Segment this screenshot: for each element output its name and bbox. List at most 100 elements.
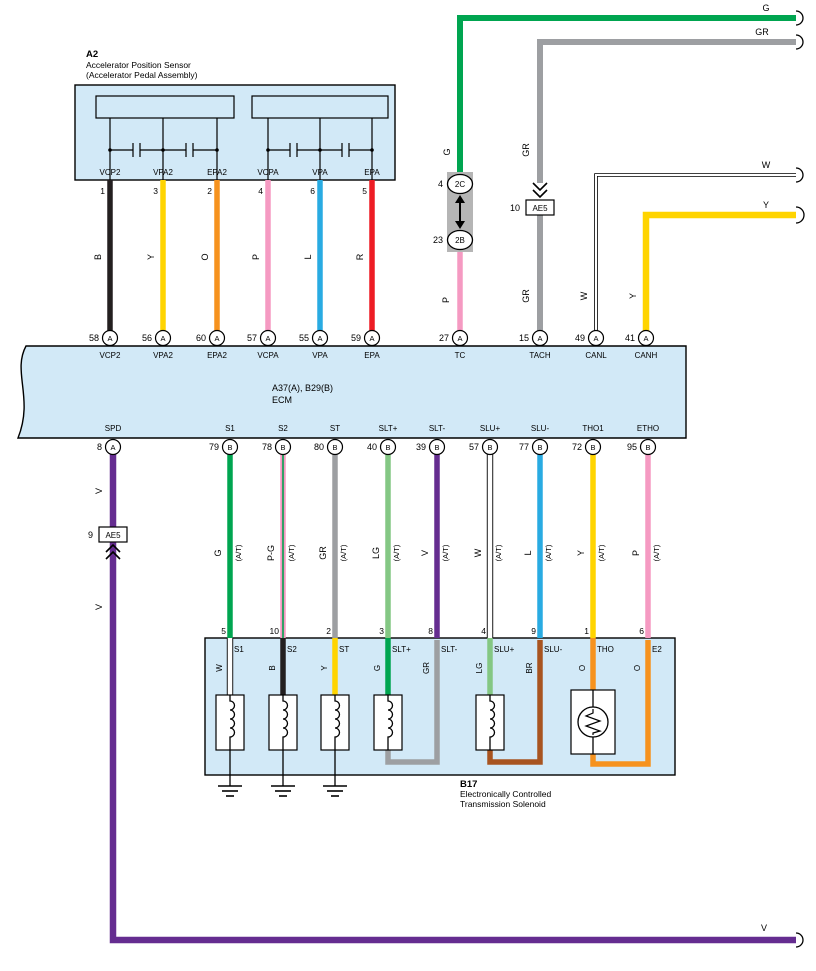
terminal-label: CANL bbox=[585, 351, 607, 360]
connector-letter: A bbox=[107, 334, 112, 343]
wire-color-label: LG bbox=[371, 547, 381, 559]
wire-note-label: (A/T) bbox=[494, 544, 503, 561]
terminal-label: S2 bbox=[278, 424, 288, 433]
a2-internals bbox=[95, 95, 389, 180]
terminal-label: SLT+ bbox=[392, 645, 411, 654]
break-icon bbox=[795, 932, 804, 948]
wire-color-label: BR bbox=[525, 662, 534, 673]
connector-label: 2B bbox=[455, 236, 465, 245]
connector-letter: A bbox=[110, 443, 115, 452]
connector-letter: B bbox=[385, 443, 390, 452]
wire-g-top bbox=[457, 15, 796, 173]
pin-number: 23 bbox=[433, 235, 443, 245]
chevron-up-icon bbox=[105, 543, 121, 553]
terminal-label: VPA bbox=[312, 168, 328, 177]
ecm-box bbox=[16, 345, 687, 439]
solenoid-icon bbox=[320, 694, 350, 751]
terminal-label: SLU+ bbox=[480, 424, 501, 433]
pin-number: 15 bbox=[519, 333, 529, 343]
solenoid-icon bbox=[373, 694, 403, 751]
wire-color-label: Y bbox=[628, 293, 638, 299]
wire-note-label: (A/T) bbox=[652, 544, 661, 561]
contact-symbols bbox=[110, 143, 372, 157]
wire-color-label: G bbox=[442, 148, 452, 155]
connector-label: 2C bbox=[455, 180, 465, 189]
spd-labels: V 9 AE5 V V bbox=[88, 488, 767, 933]
pin-number: 80 bbox=[314, 442, 324, 452]
component-name: ECM bbox=[272, 395, 292, 405]
a2-box bbox=[74, 84, 396, 181]
break-icon bbox=[795, 10, 804, 26]
mid-wire-labels: G (A/T) P-G (A/T) GR (A/T) LG (A/T) V (A… bbox=[213, 544, 661, 561]
wire-o-e2-return bbox=[590, 640, 651, 767]
break-icon bbox=[795, 34, 804, 50]
b17-labels: 5 S1 W 10 S2 B 2 ST Y 3 SLT+ G 8 SLT- GR… bbox=[215, 626, 662, 809]
connector-letter: B bbox=[227, 443, 232, 452]
pin-number: 4 bbox=[258, 186, 263, 196]
pin-number: 57 bbox=[247, 333, 257, 343]
terminal-label: EPA bbox=[364, 168, 380, 177]
pin-number: 4 bbox=[481, 626, 486, 636]
wire-color-label: V bbox=[420, 550, 430, 556]
terminal-label: ST bbox=[330, 424, 340, 433]
thermistor-icon bbox=[570, 689, 616, 755]
wire-color-label: O bbox=[633, 665, 642, 671]
wire-color-label: G bbox=[373, 665, 382, 671]
connector-2b-oval bbox=[446, 229, 474, 251]
terminal-label: CANH bbox=[635, 351, 658, 360]
pin-number: 8 bbox=[428, 626, 433, 636]
connector-letter: A bbox=[457, 334, 462, 343]
pin-number: 59 bbox=[351, 333, 361, 343]
ecm-top-pin-labels: 58 A VCP2 56 A VPA2 60 A EPA2 57 A VCPA … bbox=[89, 333, 658, 360]
component-name: Accelerator Position Sensor bbox=[86, 60, 191, 70]
pin-number: 2 bbox=[207, 186, 212, 196]
terminal-label: VPA2 bbox=[153, 168, 173, 177]
terminal-label: EPA2 bbox=[207, 168, 227, 177]
solenoid-icon bbox=[268, 694, 298, 751]
pin-number: 79 bbox=[209, 442, 219, 452]
wire-color-label: W bbox=[215, 664, 224, 672]
pin-number: 72 bbox=[572, 442, 582, 452]
terminal-label: TC bbox=[455, 351, 466, 360]
wire-note-label: (A/T) bbox=[544, 544, 553, 561]
pin-number: 9 bbox=[88, 530, 93, 540]
connector-letter: B bbox=[590, 443, 595, 452]
terminal-label: VCP2 bbox=[100, 168, 121, 177]
b17-internals bbox=[215, 689, 616, 797]
top-right-labels: G GR W Y G P GR GR W Y 4 2C 23 2B 10 AE5 bbox=[433, 3, 771, 303]
connector-letter: B bbox=[487, 443, 492, 452]
wire-color-label: GR bbox=[318, 546, 328, 560]
terminal-label: SLU+ bbox=[494, 645, 515, 654]
wire-note-label: (A/T) bbox=[339, 544, 348, 561]
pin-number: 8 bbox=[97, 442, 102, 452]
wire-color-label: O bbox=[578, 665, 587, 671]
connector-letter: A bbox=[317, 334, 322, 343]
wire-y-canh bbox=[642, 211, 796, 331]
component-name: Electronically Controlled bbox=[460, 789, 551, 799]
connector-letter: B bbox=[645, 443, 650, 452]
wire-note-label: (A/T) bbox=[441, 544, 450, 561]
component-code: A2 bbox=[86, 49, 98, 60]
solenoid-icon bbox=[215, 694, 245, 751]
wire-v-spd bbox=[109, 454, 796, 944]
pin-number: 57 bbox=[469, 442, 479, 452]
pin-number: 6 bbox=[639, 626, 644, 636]
pin-number: 4 bbox=[438, 179, 443, 189]
terminal-label: SLU- bbox=[544, 645, 563, 654]
wire-color-label: Y bbox=[763, 200, 769, 210]
connector-ae5-spd bbox=[98, 526, 128, 560]
terminal-label: SLT+ bbox=[379, 424, 398, 433]
wire-note-label: (A/T) bbox=[392, 544, 401, 561]
terminal-label: VCPA bbox=[257, 351, 279, 360]
chevron-down-icon bbox=[532, 182, 548, 192]
wire-color-label: V bbox=[94, 604, 104, 610]
wire-color-label: V bbox=[761, 923, 767, 933]
pin-number: 3 bbox=[153, 186, 158, 196]
wire-color-label: GR bbox=[521, 143, 531, 157]
pin-number: 41 bbox=[625, 333, 635, 343]
pin-number: 40 bbox=[367, 442, 377, 452]
wire-color-label: W bbox=[473, 548, 483, 557]
component-code: B17 bbox=[460, 779, 477, 790]
wires bbox=[107, 15, 796, 944]
